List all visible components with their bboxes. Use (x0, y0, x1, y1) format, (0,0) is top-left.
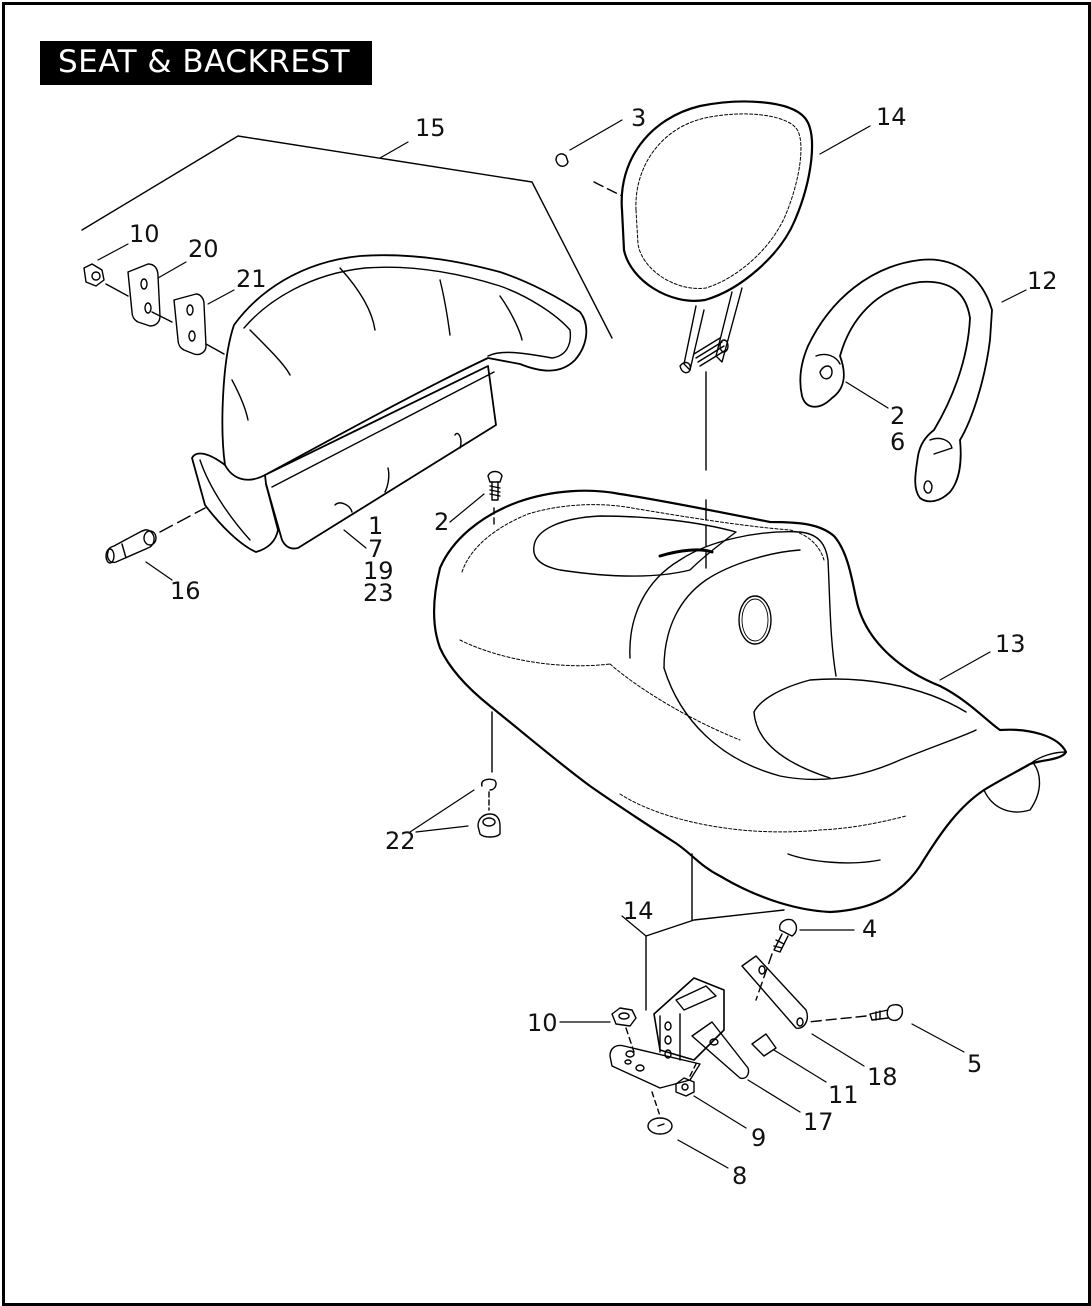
callout-2-bar: 2 (890, 402, 905, 430)
callout-10-top: 10 (129, 220, 160, 248)
callout-17: 17 (803, 1108, 834, 1136)
rider-backrest (81, 135, 613, 553)
backrest-bar-12 (799, 258, 993, 503)
callout-1: 1 (368, 512, 383, 540)
hardware-10-20-21 (83, 263, 225, 356)
mounting-bracket-assembly (609, 853, 904, 1135)
callout-16: 16 (170, 577, 201, 605)
callout-9: 9 (751, 1124, 766, 1152)
callout-19: 19 (363, 557, 394, 585)
callout-13: 13 (995, 630, 1026, 658)
callout-3: 3 (631, 104, 646, 132)
seat-13 (432, 489, 1068, 914)
callout-7: 7 (368, 535, 383, 563)
callout-14-bottom: 14 (623, 897, 654, 925)
page-title: SEAT & BACKREST (58, 44, 351, 80)
callout-8: 8 (732, 1162, 747, 1190)
clip-nut-22 (477, 711, 501, 838)
callout-5: 5 (967, 1050, 982, 1078)
knob-16 (105, 507, 206, 564)
callout-21: 21 (236, 265, 267, 293)
callout-15: 15 (415, 114, 446, 142)
screw-2 (487, 470, 503, 527)
callout-12: 12 (1027, 267, 1058, 295)
callout-10-bottom: 10 (527, 1009, 558, 1037)
callout-4: 4 (862, 915, 877, 943)
callout-6: 6 (890, 428, 905, 456)
leader-lines (97, 119, 1027, 1169)
callout-18: 18 (867, 1063, 898, 1091)
passenger-backrest (555, 100, 814, 471)
callout-22: 22 (385, 827, 416, 855)
title-banner: SEAT & BACKREST (40, 41, 372, 85)
callout-14-top: 14 (876, 103, 907, 131)
callout-11: 11 (828, 1081, 859, 1109)
callout-20: 20 (188, 235, 219, 263)
callout-labels: 15 3 14 10 20 21 12 2 6 2 1 7 19 23 16 1… (129, 103, 1058, 1190)
callout-23: 23 (363, 579, 394, 607)
callout-2-screw: 2 (434, 508, 449, 536)
